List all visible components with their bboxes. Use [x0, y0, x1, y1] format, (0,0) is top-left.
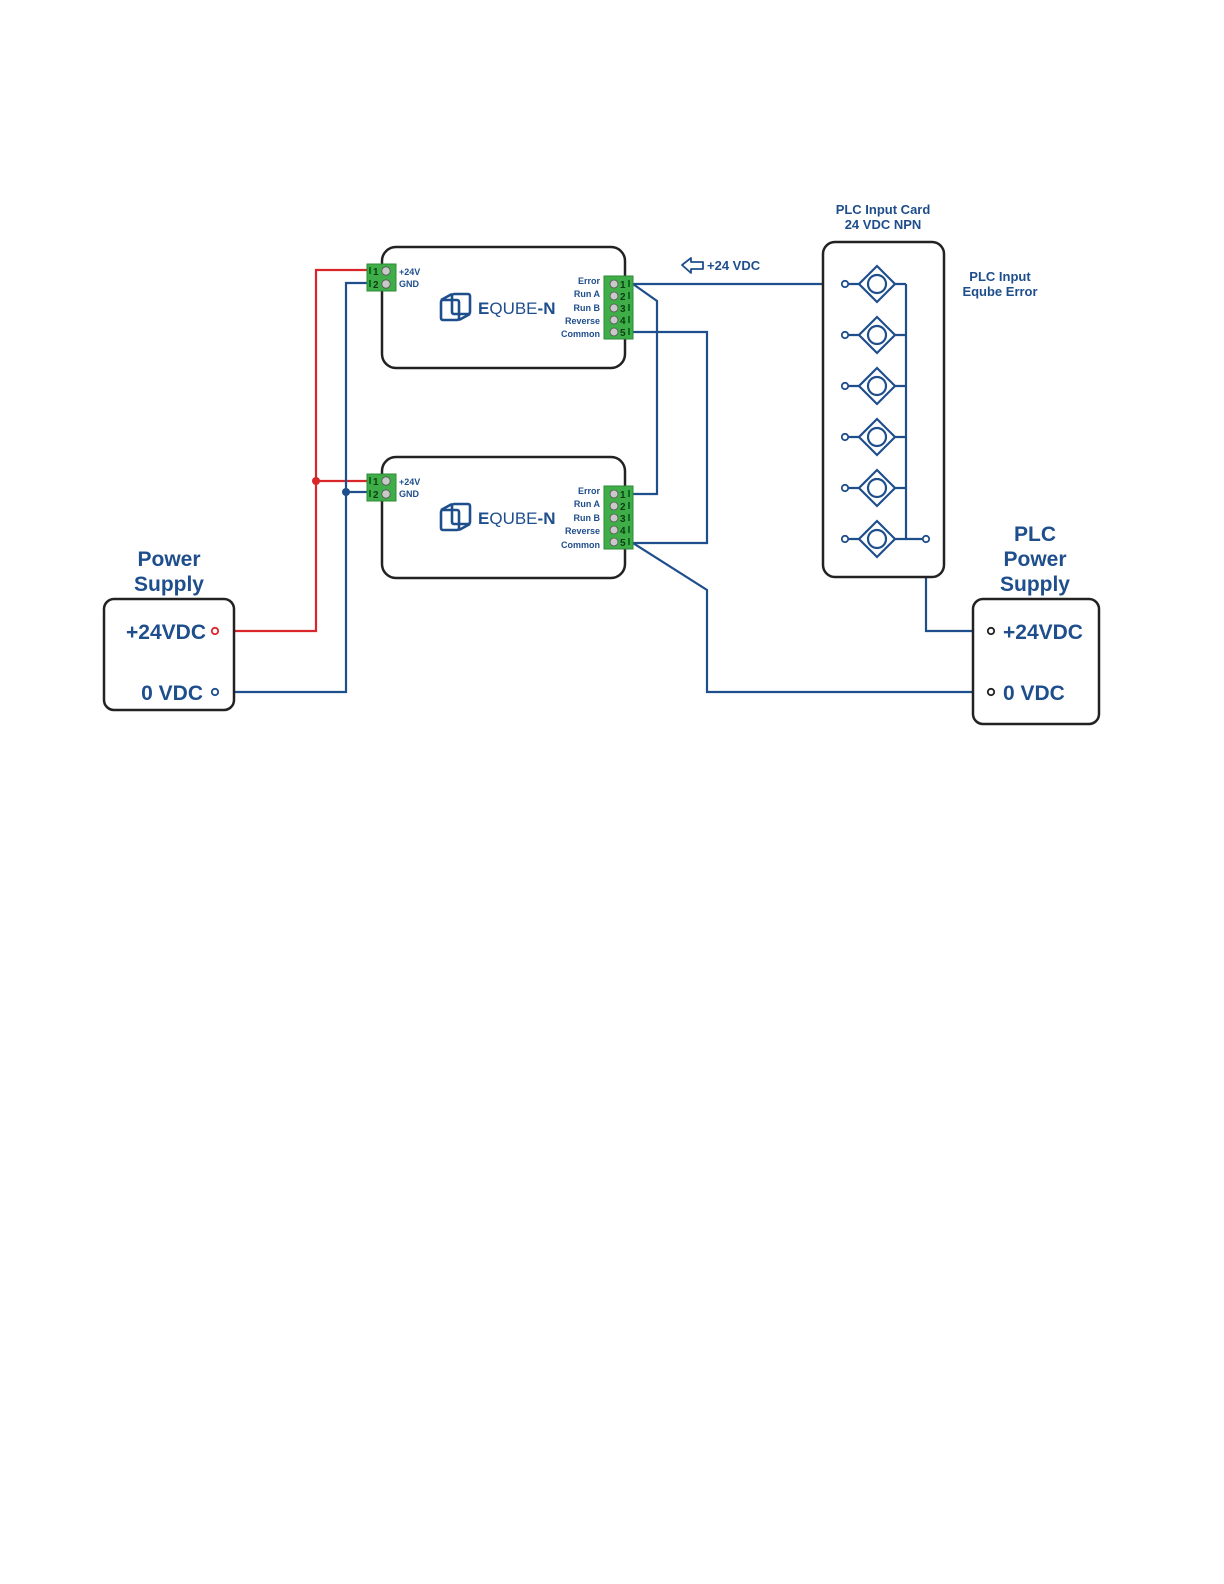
signal-voltage-label: +24 VDC: [707, 258, 761, 273]
pin-number: 2: [620, 292, 626, 303]
screw-icon: [610, 292, 618, 300]
pin-label-24v: +24V: [399, 267, 420, 277]
pin-label-gnd: GND: [399, 489, 420, 499]
logo-suffix: -N: [538, 509, 556, 528]
plc-card-title-line1: PLC Input Card: [836, 202, 931, 217]
pin-number: 5: [620, 328, 626, 339]
plc-input-terminal-node: [842, 536, 848, 542]
screw-icon: [382, 477, 390, 485]
io-label-reverse: Reverse: [565, 316, 600, 326]
pin-number: 1: [620, 490, 626, 501]
pin-number: 2: [373, 280, 379, 291]
pin-number: 2: [620, 502, 626, 513]
plc-card-common-node: [923, 536, 929, 542]
logo-suffix: -N: [538, 299, 556, 318]
positive-terminal-node: [212, 628, 218, 634]
wire-common-chain: [633, 332, 707, 543]
plc-psu-positive-label: +24VDC: [1003, 621, 1083, 644]
screw-icon: [382, 280, 390, 288]
io-label-reverse: Reverse: [565, 526, 600, 536]
plc-psu-title-line2: Power: [1003, 548, 1066, 571]
pin-number: 4: [620, 316, 626, 327]
screw-icon: [610, 526, 618, 534]
eqube-module-2: 1 2 +24V GND EQUBE-N Error Run A Run B R…: [367, 457, 633, 578]
screw-icon: [610, 514, 618, 522]
plc-psu-negative-label: 0 VDC: [1003, 682, 1065, 705]
plc-input-card: PLC Input Card 24 VDC NPN PLC Input Equb…: [823, 202, 1038, 577]
pin-number: 1: [373, 267, 379, 278]
junction-dot-negative: [342, 488, 350, 496]
module-1-io-terminal: 1 2 3 4 5: [604, 276, 633, 339]
io-label-run-b: Run B: [574, 513, 601, 523]
plc-psu-title-line1: PLC: [1014, 523, 1056, 546]
pin-number: 1: [373, 477, 379, 488]
plc-input-annotation-line2: Eqube Error: [962, 284, 1037, 299]
logo-name: QUBE: [489, 299, 537, 318]
module-2-io-terminal: 1 2 3 4 5: [604, 486, 633, 549]
pin-number: 3: [620, 304, 626, 315]
plc-input-terminal-node: [842, 485, 848, 491]
plc-input-terminal-node: [842, 383, 848, 389]
power-supply-negative-label: 0 VDC: [141, 682, 203, 705]
screw-icon: [610, 280, 618, 288]
pin-number: 1: [620, 280, 626, 291]
power-supply-title-line1: Power: [137, 548, 200, 571]
logo-name: QUBE: [489, 509, 537, 528]
junction-dot-positive: [312, 477, 320, 485]
plc-psu-box: [973, 599, 1099, 724]
power-supply: Power Supply +24VDC 0 VDC: [104, 548, 234, 710]
screw-icon: [382, 267, 390, 275]
screw-icon: [382, 490, 390, 498]
pin-number: 4: [620, 526, 626, 537]
io-label-run-a: Run A: [574, 289, 601, 299]
plc-input-annotation-line1: PLC Input: [969, 269, 1031, 284]
plc-power-supply: PLC Power Supply +24VDC 0 VDC: [973, 523, 1099, 724]
pin-number: 2: [373, 490, 379, 501]
power-supply-title-line2: Supply: [134, 573, 204, 596]
screw-icon: [610, 538, 618, 546]
plc-psu-title-line3: Supply: [1000, 573, 1070, 596]
logo-prefix: E: [478, 299, 489, 318]
plc-card-title-line2: 24 VDC NPN: [845, 217, 922, 232]
wire-error-chain: [633, 284, 657, 494]
pin-label-gnd: GND: [399, 279, 420, 289]
io-label-run-b: Run B: [574, 303, 601, 313]
screw-icon: [610, 502, 618, 510]
screw-icon: [610, 304, 618, 312]
arrow-left-icon: [682, 258, 703, 273]
plc-psu-negative-node: [988, 689, 994, 695]
svg-text:EQUBE-N: EQUBE-N: [478, 299, 555, 318]
screw-icon: [610, 316, 618, 324]
plc-psu-positive-node: [988, 628, 994, 634]
screw-icon: [610, 490, 618, 498]
io-label-common: Common: [561, 329, 600, 339]
plc-input-terminal-node: [842, 332, 848, 338]
io-label-error: Error: [578, 276, 601, 286]
power-supply-positive-label: +24VDC: [126, 621, 206, 644]
io-label-common: Common: [561, 540, 600, 550]
logo-prefix: E: [478, 509, 489, 528]
svg-text:EQUBE-N: EQUBE-N: [478, 509, 555, 528]
negative-terminal-node: [212, 689, 218, 695]
io-label-run-a: Run A: [574, 499, 601, 509]
screw-icon: [610, 328, 618, 336]
plc-input-terminal-node: [842, 281, 848, 287]
pin-number: 3: [620, 514, 626, 525]
pin-number: 5: [620, 538, 626, 549]
pin-label-24v: +24V: [399, 477, 420, 487]
plc-input-terminal-node: [842, 434, 848, 440]
eqube-module-1: 1 2 +24V GND EQUBE-N Error Run A Run B R…: [367, 247, 633, 368]
io-label-error: Error: [578, 486, 601, 496]
signal-annotation: +24 VDC: [682, 258, 761, 273]
